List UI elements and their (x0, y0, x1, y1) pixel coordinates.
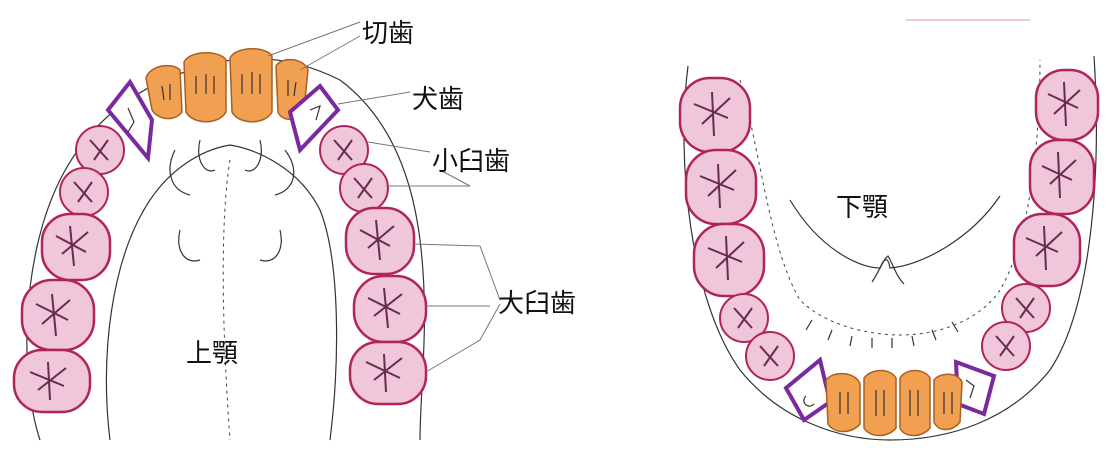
upper-inner-palate (106, 145, 336, 440)
lower-incisor-2 (864, 371, 896, 436)
lower-incisor-3 (900, 371, 930, 436)
upper-incisor-3 (230, 49, 272, 122)
lower-molar-right-2 (1030, 140, 1094, 214)
lower-molars-right (1014, 70, 1098, 286)
lower-molar-right-3 (1014, 214, 1080, 286)
lower-incisors (826, 371, 962, 436)
lower-molar-right-1 (1036, 70, 1098, 140)
lower-inner-outline (740, 60, 1040, 335)
upper-molars-right (346, 208, 426, 404)
leader-canine (338, 92, 410, 104)
label-lower-jaw: 下顎 (836, 193, 888, 223)
lower-tongue-outline (790, 196, 1000, 268)
label-canine: 犬歯 (412, 85, 464, 115)
upper-incisors (146, 49, 308, 122)
lower-incisor-4 (934, 374, 962, 429)
lower-molar-left-1 (680, 78, 750, 152)
upper-rugae-left (170, 140, 215, 261)
lower-incisor-1 (826, 374, 860, 432)
label-incisor: 切歯 (362, 19, 414, 49)
upper-palate-ridge (223, 160, 230, 440)
upper-molars-left (14, 214, 110, 412)
lower-gingiva-ticks (806, 320, 958, 348)
upper-jaw: 切歯 犬歯 小臼歯 大臼歯 上顎 (14, 19, 576, 440)
lower-molar-left-3 (694, 224, 764, 296)
lower-molar-left-2 (686, 150, 756, 224)
upper-incisor-2 (184, 53, 226, 122)
lower-canine-left (786, 360, 830, 420)
label-upper-jaw: 上顎 (186, 339, 238, 369)
lower-frenulum (872, 256, 904, 284)
upper-incisor-1 (146, 66, 182, 119)
lower-jaw: 下顎 (680, 56, 1098, 440)
label-molar: 大臼歯 (498, 289, 576, 319)
label-premolar: 小臼歯 (432, 147, 510, 177)
lower-molars-left (680, 78, 764, 296)
